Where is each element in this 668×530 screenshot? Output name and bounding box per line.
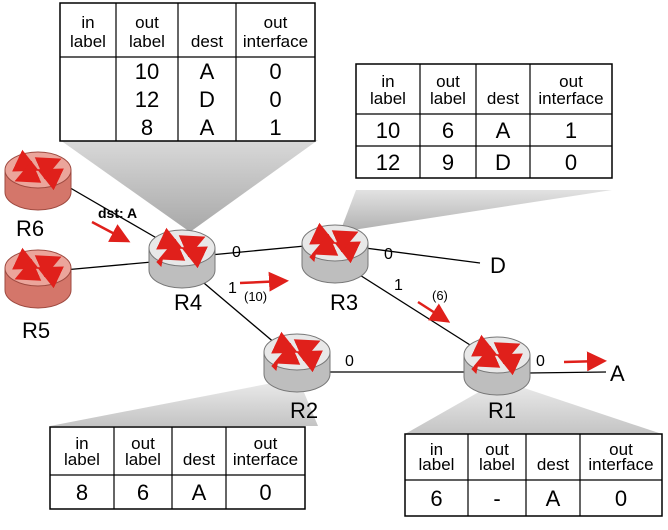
link-r4-r2: [197, 277, 277, 345]
table-cell: A: [200, 59, 215, 84]
callout-shadow-r3: [340, 190, 612, 232]
router-label-r4: R4: [174, 290, 202, 315]
table-cell: 1: [565, 118, 577, 143]
link-r6-r4: [59, 181, 161, 241]
destination-a: A: [610, 361, 625, 386]
table-cell: A: [546, 486, 561, 511]
table-cell: A: [200, 115, 215, 140]
link-r3-d: [364, 247, 481, 264]
table-header: dest: [183, 450, 215, 469]
packet-arrow-into-r4: [91, 220, 131, 243]
router-label-r5: R5: [22, 318, 50, 343]
router-label-r6: R6: [16, 216, 44, 241]
table-cell: A: [192, 480, 207, 505]
table-cell: 8: [141, 115, 153, 140]
table-cell: 6: [442, 118, 454, 143]
table-header: dest: [537, 455, 569, 474]
callout-shadow-r1: [405, 380, 662, 434]
callout-shadow-r2: [50, 378, 318, 426]
label-annotation-r3-r1: (6): [432, 288, 448, 303]
table-cell: A: [496, 118, 511, 143]
router-arrows-icon: [156, 227, 208, 269]
link-r3-r1: [354, 271, 479, 351]
iface-r4-down: 1: [228, 280, 237, 297]
router-r6[interactable]: [4, 149, 72, 211]
iface-r4-right: 0: [232, 244, 241, 261]
packet-arrow-r4-r3: [239, 271, 289, 292]
table-cell: -: [493, 486, 500, 511]
table-cell: D: [199, 87, 215, 112]
table-cell: 8: [76, 480, 88, 505]
iface-r3-right: 0: [384, 246, 393, 263]
table-cell: 1: [269, 115, 281, 140]
destination-d: D: [490, 253, 506, 278]
router-label-r1: R1: [488, 398, 516, 423]
router-arrows-icon: [12, 149, 64, 191]
router-r4[interactable]: [148, 227, 216, 289]
label-annotation-r4-r3: (10): [244, 289, 267, 304]
packet-arrow-r3-r1: [417, 300, 451, 323]
table-header: dest: [191, 32, 223, 51]
router-arrows-icon: [471, 334, 523, 376]
table-cell: 0: [615, 486, 627, 511]
table-cell: D: [495, 150, 511, 175]
router-label-r2: R2: [290, 398, 318, 423]
iface-r3-down: 1: [394, 277, 403, 294]
link-r1-a: [527, 371, 607, 374]
dst-annotation: dst: A: [98, 205, 137, 221]
packet-arrow-r1-a: [563, 351, 607, 372]
link-r5-r4: [63, 261, 153, 271]
iface-r2-right: 0: [345, 353, 354, 370]
table-cell: 0: [269, 59, 281, 84]
router-arrows-icon: [12, 247, 64, 289]
table-cell: 0: [565, 150, 577, 175]
router-label-r3: R3: [330, 290, 358, 315]
table-cell: 6: [137, 480, 149, 505]
table-cell: 10: [135, 59, 159, 84]
iface-r1-right: 0: [536, 353, 545, 370]
table-cell: 0: [269, 87, 281, 112]
router-r3[interactable]: [301, 222, 369, 284]
table-cell: 0: [259, 480, 271, 505]
table-cell: 12: [135, 87, 159, 112]
table-cell: 9: [442, 150, 454, 175]
router-arrows-icon: [309, 222, 361, 264]
router-r2[interactable]: [263, 331, 331, 393]
router-arrows-icon: [271, 331, 323, 373]
table-header: dest: [487, 89, 519, 108]
router-r5[interactable]: [4, 247, 72, 309]
callout-shadow-r4: [60, 140, 318, 232]
table-cell: 10: [376, 118, 400, 143]
table-cell: 12: [376, 150, 400, 175]
router-r1[interactable]: [463, 334, 531, 396]
link-r4-r3: [209, 245, 306, 256]
table-cell: 6: [430, 486, 442, 511]
